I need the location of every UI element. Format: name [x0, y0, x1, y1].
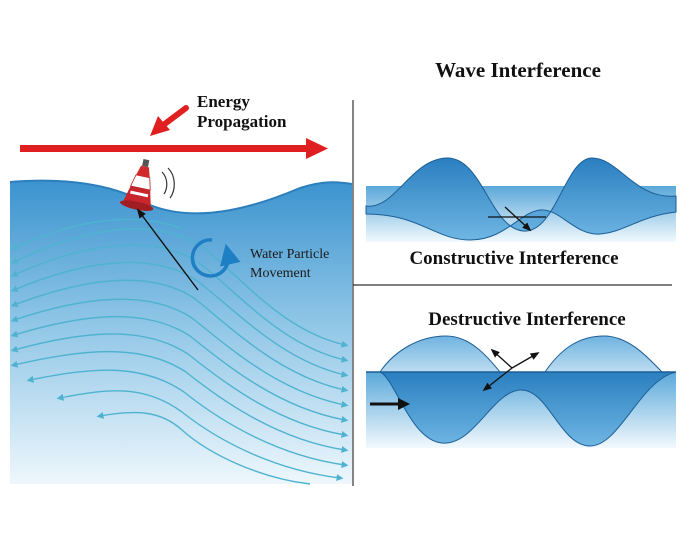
- particle-label-line2: Movement: [250, 266, 311, 281]
- left-panel: Energy Propagation Water Particle Moveme…: [9, 92, 353, 485]
- buoy-icon: [120, 159, 154, 211]
- sea-surface: [9, 179, 353, 215]
- constructive-arrow: [504, 206, 532, 232]
- constructive-label: Constructive Interference: [409, 248, 618, 269]
- destructive-wave-upper: [379, 335, 664, 373]
- particle-flow-lines: [10, 218, 349, 485]
- right-panel-title: Wave Interference: [435, 58, 601, 82]
- flow-line: [56, 390, 344, 482]
- energy-arrow: [20, 138, 328, 159]
- right-panel: Wave Interference Constructive Interfere…: [365, 58, 677, 448]
- particle-direction-arrow: [136, 208, 199, 291]
- destructive-illustration: [366, 335, 677, 448]
- flow-line: [10, 218, 181, 250]
- right-arrow-icon: [370, 398, 410, 410]
- destructive-arrow-a: [490, 348, 513, 369]
- constructive-illustration: [365, 157, 677, 242]
- energy-label-line2: Propagation: [197, 112, 287, 131]
- energy-label-line1: Energy: [197, 92, 250, 111]
- destructive-label: Destructive Interference: [428, 309, 625, 330]
- energy-pointer-icon: [150, 105, 189, 136]
- destructive-arrow-b: [511, 352, 540, 369]
- destructive-wave-lower: [379, 371, 677, 447]
- constructive-wave: [365, 157, 677, 241]
- circular-arrow-icon: [190, 238, 241, 278]
- destructive-arrow-c: [482, 367, 513, 392]
- flow-line: [96, 411, 311, 485]
- motion-marks: [161, 167, 175, 199]
- particle-label-line1: Water Particle: [250, 247, 329, 262]
